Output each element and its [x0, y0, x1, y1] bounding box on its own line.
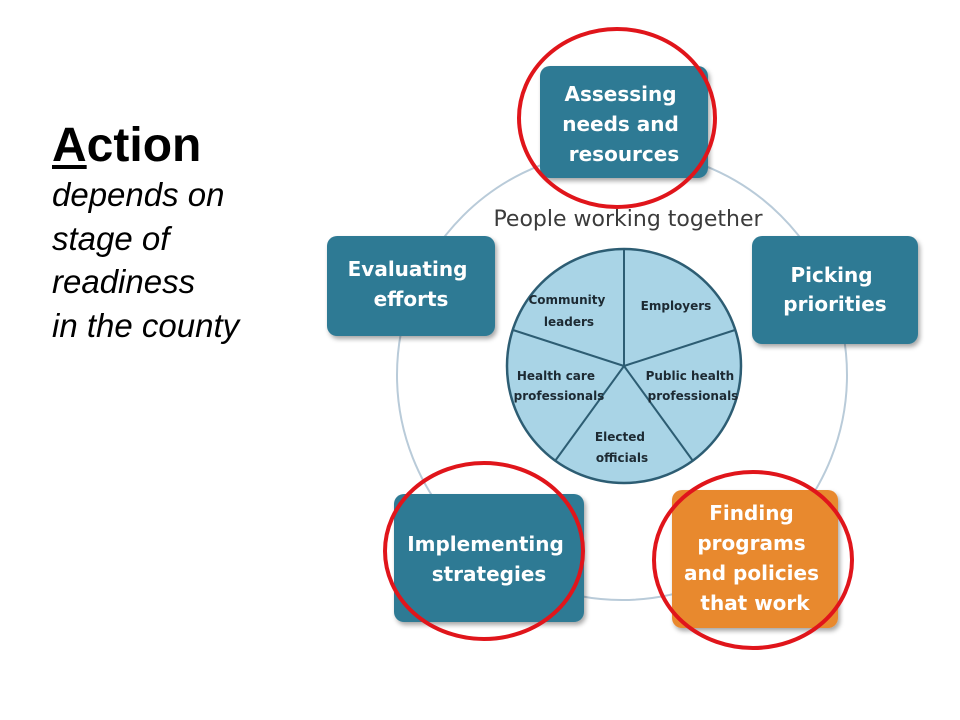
- page-title: Action: [52, 118, 352, 173]
- ring-label: People working together: [493, 207, 763, 232]
- box-assessing: Assessing needs and resources: [540, 66, 708, 178]
- wedge-elected-officials: Elected officials: [595, 430, 649, 465]
- box-finding-bg: [672, 490, 838, 628]
- box-evaluating-bg: [327, 236, 495, 336]
- wedge-community-leaders: Community leaders: [528, 293, 609, 329]
- box-assessing-bg: [540, 66, 708, 178]
- subtitle-line-3: readiness: [52, 263, 196, 301]
- box-picking-bg: [752, 236, 918, 344]
- wedge-health-care: Health care professionals: [514, 369, 605, 403]
- pie-divider: [623, 329, 736, 367]
- wedge-employers: Employers: [641, 299, 712, 313]
- wedge-public-health: Public health professionals: [646, 369, 739, 403]
- subtitle-line-1: depends on: [52, 176, 225, 214]
- title-rest: ction: [86, 119, 202, 172]
- box-assessing-label: Assessing needs and resources: [562, 82, 686, 166]
- box-finding: Finding programs and policies that work: [672, 490, 838, 628]
- stakeholder-pie: Community leaders Employers Public healt…: [505, 247, 743, 485]
- subtitle-line-4: in the county: [52, 306, 240, 344]
- highlight-circle-assessing: [517, 27, 717, 209]
- box-implementing-bg: [394, 494, 584, 622]
- pie-divider: [623, 365, 694, 462]
- box-evaluating-label: Evaluating efforts: [348, 257, 475, 311]
- pie-divider: [512, 329, 625, 367]
- pie-divider: [554, 365, 625, 462]
- box-evaluating: Evaluating efforts: [327, 236, 495, 336]
- box-implementing: Implementing strategies: [394, 494, 584, 622]
- box-picking-label: Picking priorities: [783, 263, 886, 316]
- highlight-circle-implementing: [383, 461, 585, 641]
- title-block: Action depends on stage of readiness in …: [52, 118, 352, 347]
- box-implementing-label: Implementing strategies: [407, 532, 571, 586]
- highlight-circle-finding: [652, 470, 854, 650]
- box-finding-label: Finding programs and policies that work: [684, 501, 826, 615]
- title-initial: A: [52, 119, 87, 172]
- subtitle-line-2: stage of: [52, 219, 170, 257]
- box-picking: Picking priorities: [752, 236, 918, 344]
